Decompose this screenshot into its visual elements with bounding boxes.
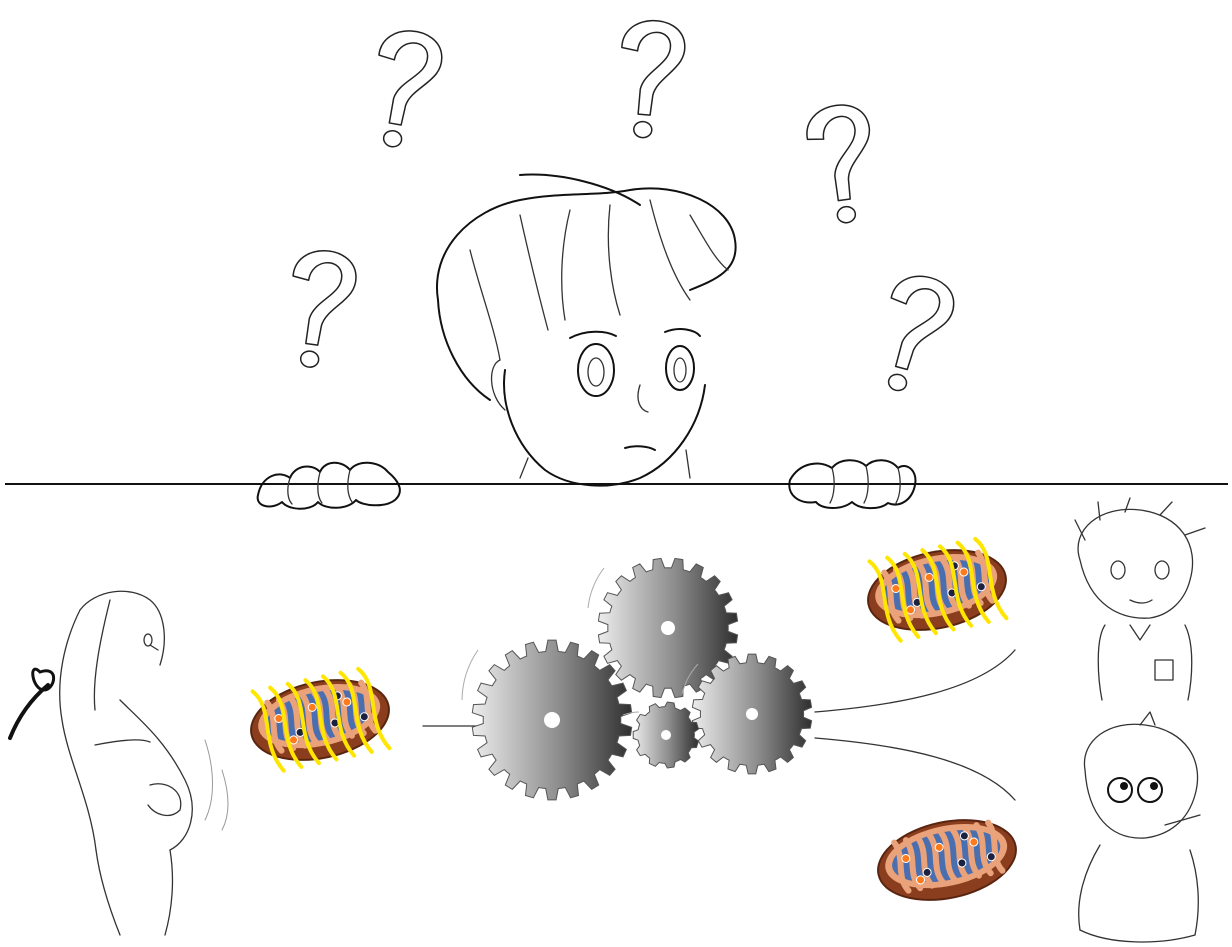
- healthy-boy-figure: [1075, 498, 1205, 700]
- gear-right-hub: [746, 708, 758, 720]
- question-mark-1: [364, 26, 446, 153]
- gear-large-left-hub: [544, 712, 560, 728]
- question-mark-5: [868, 269, 959, 399]
- mitochondrion-bottom-right-healthy: [871, 808, 1024, 911]
- pregnant-woman-figure: [10, 591, 228, 935]
- question-mark-4: [281, 247, 360, 372]
- gear-large-left: [462, 640, 632, 800]
- mitochondrion-left-damaged: [243, 664, 397, 775]
- gear-small-center: [623, 702, 699, 768]
- mitochondrion-top-right-damaged: [860, 534, 1014, 645]
- question-mark-3: [803, 101, 882, 226]
- puzzled-boy-figure: [437, 175, 736, 486]
- sick-boy-figure: [1079, 712, 1200, 942]
- left-hand: [258, 463, 400, 509]
- question-mark-2: [614, 18, 687, 141]
- question-marks-group: [281, 18, 960, 399]
- gear-top-hub: [661, 621, 675, 635]
- gear-small-center-hub: [661, 730, 671, 740]
- gears-group: [462, 558, 812, 800]
